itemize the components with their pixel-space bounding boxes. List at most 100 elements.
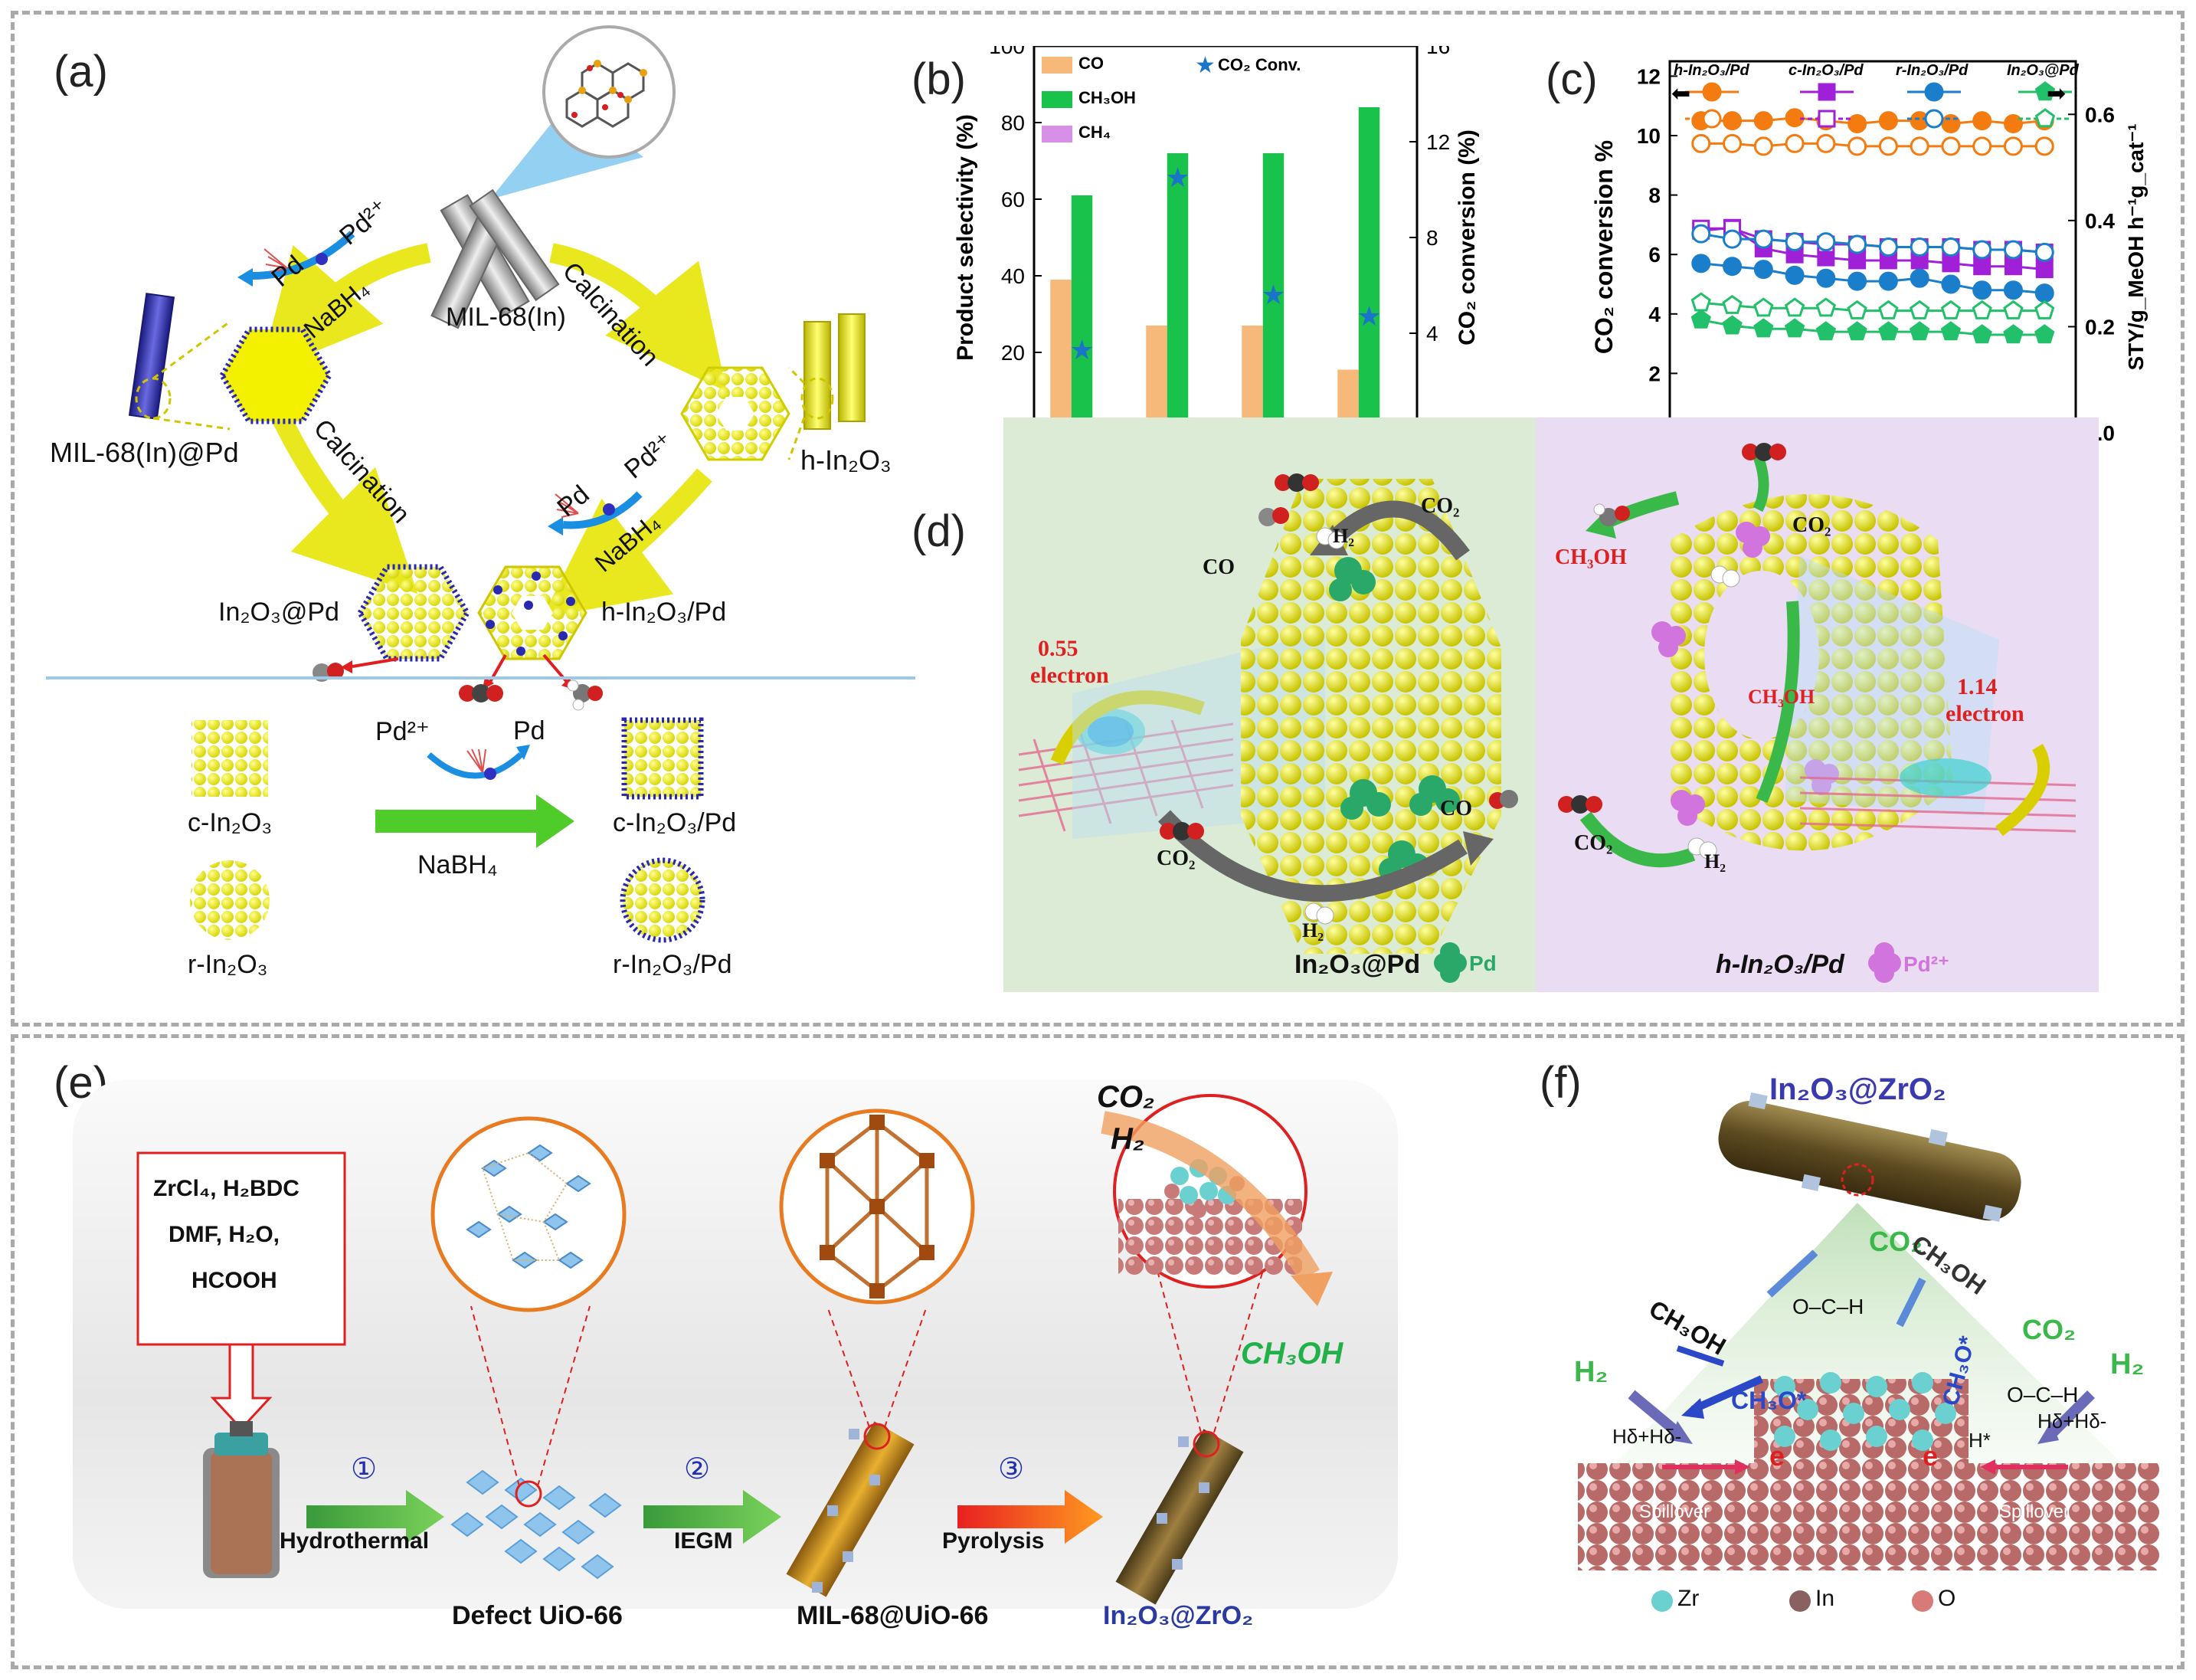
chart-b-y2tick-label: 12 (1426, 130, 1450, 154)
chart-c-point (1940, 321, 1962, 341)
chart-c-point (1847, 234, 1867, 254)
label-pd2plus-bottom: Pd²⁺ (375, 717, 430, 746)
chart-c-point (2034, 136, 2054, 156)
chart-c-point (1722, 315, 1743, 335)
chart-b-bar (1071, 195, 1093, 429)
chart-c-point (1753, 229, 1773, 249)
chart-b-ytick-label: 40 (1001, 264, 1025, 288)
chart-c-point (1816, 268, 1836, 288)
f-h2-left: H₂ (1574, 1356, 1609, 1388)
e-box-line2: DMF, H₂O, (169, 1222, 280, 1247)
f-e2: e (1923, 1440, 1939, 1472)
chart-c-point (1878, 300, 1899, 319)
d-legend-left: Pd (1469, 951, 1497, 975)
e-h2: H₂ (1111, 1122, 1145, 1156)
chart-c-series-line (1700, 301, 2045, 313)
chart-c-point (1784, 297, 1805, 317)
chart-c-point (1818, 110, 1836, 128)
d-co-left: CO (1203, 555, 1235, 579)
d-caption-right: h-In₂O₃/Pd (1716, 950, 1844, 979)
chart-c-point (1941, 274, 1961, 294)
chart-c-point (1972, 324, 1992, 344)
chart-c-point (2034, 324, 2055, 344)
chart-c-point (1972, 280, 1992, 300)
chart-c-point (1910, 136, 1929, 156)
chart-b-legend-swatch (1042, 57, 1072, 74)
chart-b-ytick-label: 20 (1001, 341, 1025, 365)
chart-b-ylabel: Product selectivity (%) (953, 114, 978, 361)
f-spill-left: Spillover (1639, 1502, 1710, 1522)
chart-c-y2tick-label: 0.4 (2085, 209, 2115, 233)
chart-c-point (2003, 324, 2024, 344)
chart-c-point (1785, 232, 1805, 252)
label-r-in2o3: r-In₂O₃ (188, 950, 268, 979)
panel-label-d: (d) (911, 506, 966, 556)
chart-c-point (1847, 271, 1867, 291)
chart-c-legend-label: h-In₂O₃/Pd (1674, 62, 1750, 79)
chart-c-point (2003, 240, 2023, 260)
chart-c-point (1878, 111, 1898, 131)
d-h2-top-left: H₂ (1333, 525, 1355, 547)
chart-c-point (1847, 113, 1867, 133)
chart-c-point (1972, 300, 1992, 319)
label-mil68-pd: MIL-68(In)@Pd (50, 437, 239, 468)
chart-c-point (1847, 321, 1867, 341)
chart-c-legend-label: c-In₂O₃/Pd (1789, 62, 1864, 79)
e-label-in2o3: In₂O₃@ZrO₂ (1103, 1601, 1254, 1630)
chart-c-point (1690, 309, 1711, 329)
chart-c-point (1753, 260, 1773, 280)
e-label-defect: Defect UiO-66 (452, 1601, 623, 1630)
chart-c-point (1702, 82, 1722, 102)
d-electron-left-unit: electron (1030, 663, 1109, 688)
chart-b-ytick-label: 60 (1001, 188, 1025, 211)
d-h2-right: H₂ (1704, 850, 1726, 873)
chart-b-bar (1050, 280, 1072, 429)
chart-c-ytick-label: 12 (1637, 64, 1661, 88)
bottom-frame (11, 1034, 2185, 1669)
chart-c-point (1972, 111, 1992, 131)
chart-c-legend-label: r-In₂O₃/Pd (1896, 62, 1969, 79)
chart-c-point (1941, 136, 1961, 156)
chart-c-point (2035, 260, 2054, 279)
label-c-in2o3-pd: c-In₂O₃/Pd (613, 808, 737, 837)
chart-b-legend-label: CH₄ (1078, 123, 1111, 142)
e-step2: IEGM (674, 1528, 733, 1554)
d-co-right-left: CO (1440, 797, 1472, 820)
chart-b-bar (1262, 153, 1285, 429)
label-mil68: MIL-68(In) (446, 303, 566, 332)
f-legend-o: O (1938, 1586, 1956, 1611)
chart-c-point (2003, 136, 2023, 156)
label-h-in2o3-pd: h-In₂O₃/Pd (601, 598, 727, 627)
d-ch3oh-inner: CH₃OH (1748, 686, 1815, 708)
chart-c-y2tick-label: 0.2 (2085, 315, 2115, 339)
chart-b-legend-conv-marker: ★ (1195, 53, 1216, 78)
f-co2-right: CO₂ (2022, 1314, 2076, 1345)
label-nabh4-bottom: NaBH₄ (417, 850, 498, 879)
chart-c-point (1847, 300, 1867, 319)
chart-b-conv-point: ★ (1261, 279, 1285, 310)
chart-c-point (1972, 136, 1992, 156)
chart-c-point (1691, 254, 1711, 273)
d-co2-bottom-left: CO₂ (1157, 847, 1196, 870)
f-ch3o-left: CH₃O* (1731, 1387, 1807, 1414)
chart-c-ytick-label: 4 (1648, 303, 1661, 326)
top-frame (11, 11, 2185, 1027)
chart-b-y2tick-label: 8 (1426, 226, 1438, 250)
chart-c-series-line (1700, 116, 2045, 126)
chart-c-point (1785, 133, 1805, 153)
chart-c-ytick-label: 2 (1648, 362, 1661, 385)
f-title: In₂O₃@ZrO₂ (1769, 1073, 1946, 1106)
e-box-line3: HCOOH (191, 1268, 277, 1293)
chart-c-point (1702, 109, 1722, 129)
chart-c-point (1784, 318, 1805, 338)
chart-c-point (2034, 242, 2054, 262)
d-co2-bottom-right: CO₂ (1574, 831, 1613, 855)
e-step1: Hydrothermal (280, 1528, 430, 1554)
chart-c-point (1910, 268, 1929, 288)
chart-c-point (1753, 111, 1773, 131)
chart-c-ytick-label: 10 (1637, 124, 1661, 148)
f-co2-top: CO₂ (1869, 1226, 1923, 1257)
chart-c-point (1878, 321, 1899, 341)
chart-c-point (1847, 136, 1867, 156)
chart-c-point (1691, 133, 1711, 153)
